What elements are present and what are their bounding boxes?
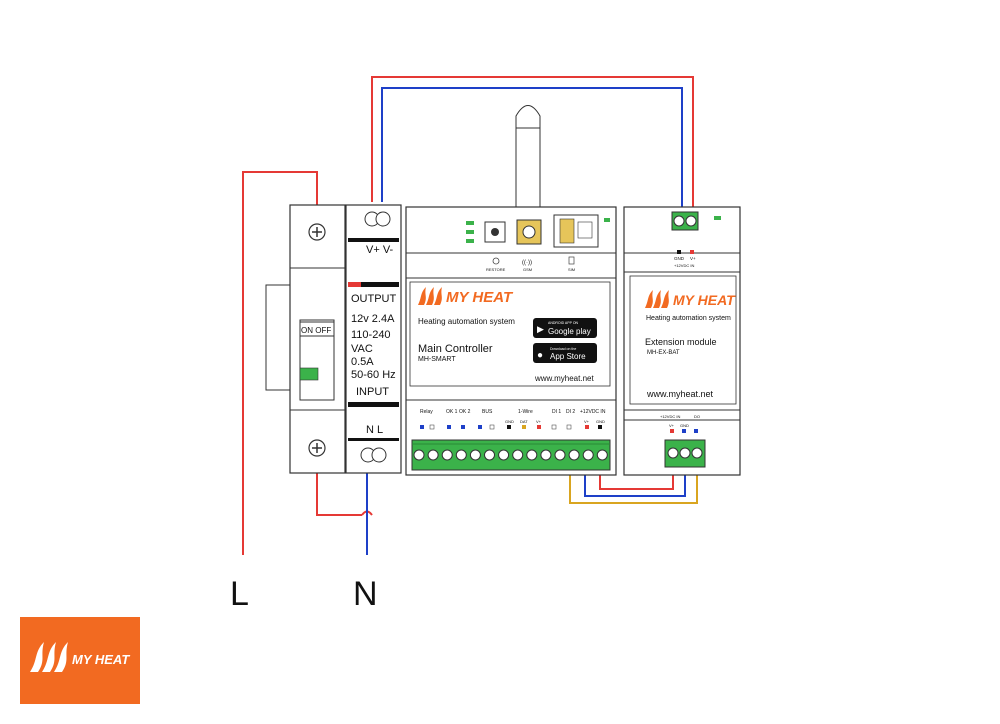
psu-input-label: INPUT xyxy=(356,386,389,398)
terminal-screw xyxy=(498,449,510,461)
wire-breaker-psu-l xyxy=(316,472,362,516)
ext-top-gnd: GND xyxy=(674,256,685,261)
power-supply: V+ V- OUTPUT 12v 2.4A 110-240 VAC 0.5A 5… xyxy=(345,204,402,474)
psu-bottom-terminals: N L xyxy=(366,424,383,436)
brand-name: MY HEAT xyxy=(446,289,514,306)
ext-bottom-dcin: +12VDC IN xyxy=(660,414,680,419)
ext-name: Extension module xyxy=(645,337,717,347)
corner-logo-flames xyxy=(30,642,68,672)
ext-bottom-gnd: GND xyxy=(680,423,689,428)
controller-url: www.myheat.net xyxy=(534,374,594,383)
terminal-screw xyxy=(540,449,552,461)
ext-top-vplus: V+ xyxy=(690,256,696,261)
google-play-small: ANDROID APP ON xyxy=(548,321,579,325)
terminal-screw xyxy=(554,449,566,461)
terminal-screw xyxy=(526,449,538,461)
breaker-switch-label: ON OFF xyxy=(301,326,331,335)
term-ok2: OK 2 xyxy=(459,409,471,415)
apple-icon: ● xyxy=(537,350,543,361)
controller-terminal-screws xyxy=(413,449,608,461)
terminal-screw xyxy=(512,449,524,461)
restore-label: RESTORE xyxy=(486,267,506,272)
sim-label: SIM xyxy=(568,267,575,272)
controller-subtitle: Heating automation system xyxy=(418,317,515,326)
psu-output-label: OUTPUT xyxy=(351,293,397,305)
circuit-breaker: ON OFF xyxy=(265,204,346,474)
term-relay: Relay xyxy=(420,409,433,415)
google-play-badge[interactable]: ▶ ANDROID APP ON Google play xyxy=(533,318,597,338)
psu-top-terminals: V+ V- xyxy=(366,244,394,256)
google-play-icon: ▶ xyxy=(537,324,544,334)
terminal-screw xyxy=(582,449,594,461)
controller-model: MH-SMART xyxy=(418,356,456,363)
corner-logo-text: MY HEAT xyxy=(72,652,130,667)
gsm-icon: ((·)) xyxy=(522,260,532,266)
terminal-screw xyxy=(469,449,481,461)
wire-bus-red xyxy=(599,467,674,490)
ext-subtitle: Heating automation system xyxy=(646,315,731,322)
terminal-screw xyxy=(413,449,425,461)
ext-bottom-do: DO xyxy=(694,414,700,419)
line-label: L xyxy=(230,575,249,613)
term-gnd2: GND xyxy=(596,419,605,424)
psu-frequency: 50-60 Hz xyxy=(351,369,396,381)
wire-bus-blue xyxy=(584,467,686,497)
app-store-badge[interactable]: ● Download on the App Store xyxy=(533,343,597,363)
brand-logo: MY HEAT xyxy=(418,287,514,306)
ext-model: MH-EX-BAT xyxy=(647,350,680,356)
terminal-screw xyxy=(568,449,580,461)
term-di2: DI 2 xyxy=(566,409,575,415)
psu-input-voltage-unit: VAC xyxy=(351,343,373,355)
psu-current: 0.5A xyxy=(351,356,374,368)
wires xyxy=(242,76,698,555)
antenna-icon xyxy=(515,105,541,223)
term-vplus: V+ xyxy=(536,419,542,424)
psu-rating: 12v 2.4A xyxy=(351,313,395,325)
terminal-screw xyxy=(427,449,439,461)
ext-url: www.myheat.net xyxy=(646,389,714,399)
term-vplus2: V+ xyxy=(584,419,590,424)
term-di1: DI 1 xyxy=(552,409,561,415)
neutral-label: N xyxy=(353,575,378,613)
term-onewire: 1-Wire xyxy=(518,409,533,415)
ext-bottom-vplus: V+ xyxy=(669,423,675,428)
controller-name: Main Controller xyxy=(418,343,493,355)
corner-logo: MY HEAT xyxy=(20,617,140,704)
ext-brand-name: MY HEAT xyxy=(673,292,736,308)
google-play-label: Google play xyxy=(548,327,591,336)
psu-input-voltage: 110-240 xyxy=(351,329,391,341)
gsm-label: GSM xyxy=(523,267,532,272)
term-bus: BUS xyxy=(482,409,493,415)
term-ok1: OK 1 xyxy=(446,409,458,415)
sim-icon xyxy=(568,256,575,265)
terminal-screw xyxy=(455,449,467,461)
restore-icon xyxy=(492,257,500,265)
terminal-screw xyxy=(596,449,608,461)
wire-12v-plus xyxy=(371,76,694,213)
main-controller: RESTORE ((·)) GSM SIM MY HEAT Heating au… xyxy=(405,105,617,476)
extension-module: GND V+ +12VDC IN MY HEAT Heating automat… xyxy=(623,206,741,476)
wire-line-l xyxy=(242,171,318,555)
wire-bus-yellow xyxy=(569,467,698,504)
terminal-screw xyxy=(441,449,453,461)
term-dcin: +12VDC IN xyxy=(580,409,606,415)
term-dat: DAT xyxy=(520,419,528,424)
ext-brand-logo: MY HEAT xyxy=(645,290,736,308)
wire-12v-minus xyxy=(381,87,683,213)
ext-top-dcin: +12VDC IN xyxy=(674,263,694,268)
app-store-label: App Store xyxy=(550,352,586,361)
term-gnd: GND xyxy=(505,419,514,424)
terminal-screw xyxy=(484,449,495,461)
app-store-small: Download on the xyxy=(550,347,576,351)
